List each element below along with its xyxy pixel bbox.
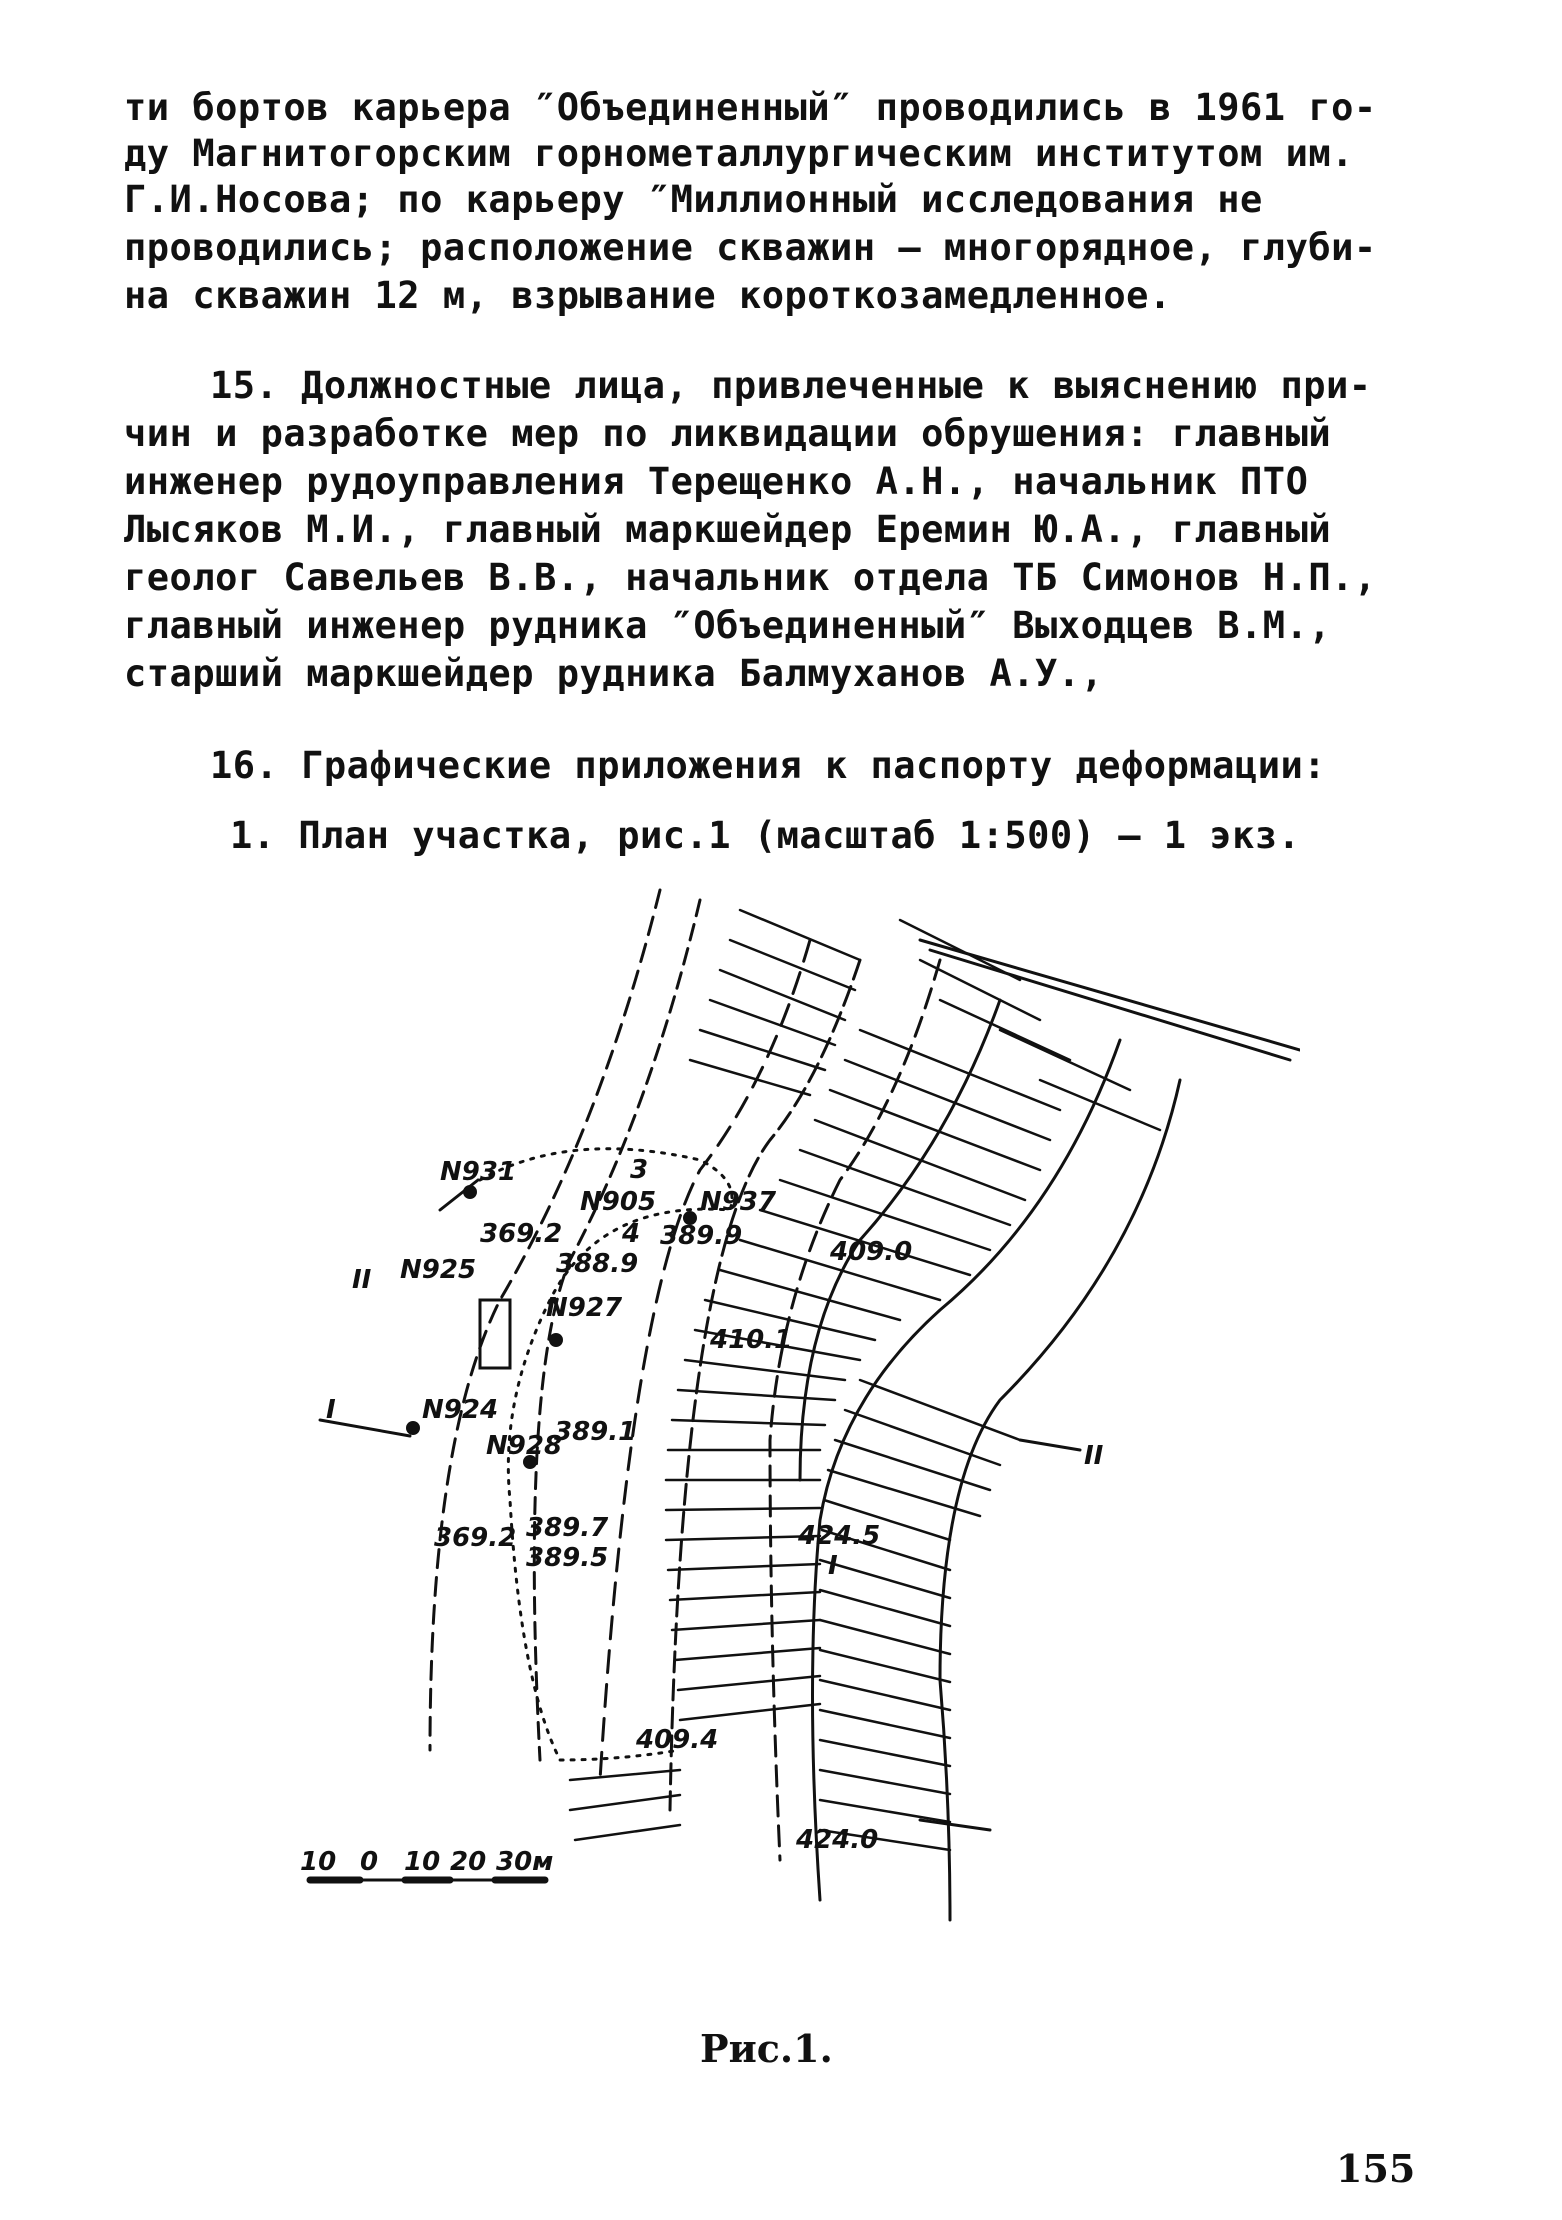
para16-heading: 16. Графические приложения к паспорту де… [210, 744, 1327, 787]
point-n937 [683, 1211, 697, 1225]
label-section-i-left: I [326, 1395, 336, 1425]
para14-line-4: проводились; расположение скважин – мног… [124, 226, 1377, 269]
para15-line-2: чин и разработке мер по ликвидации обруш… [124, 412, 1332, 455]
label-3899: 389.9 [660, 1221, 742, 1251]
label-n905: N905 [580, 1187, 656, 1217]
para15-line-7: старший маркшейдер рудника Балмуханов А.… [124, 652, 1104, 695]
label-n925: N925 [400, 1255, 476, 1285]
point-n927 [549, 1333, 563, 1347]
scale-tick-30: 30м [496, 1847, 553, 1877]
label-3897: 389.7 [526, 1513, 609, 1543]
label-4240: 424.0 [795, 1825, 878, 1855]
label-3888: 388.9 [556, 1249, 638, 1279]
road-line [918, 938, 1300, 1062]
survey-points [406, 1185, 697, 1469]
label-4: 4 [621, 1219, 640, 1249]
bench-line-3 [598, 938, 812, 1782]
para15-line-4: Лысяков М.И., главный маркшейдер Еремин … [124, 508, 1332, 551]
label-3895: 389.5 [526, 1543, 608, 1573]
label-3692-top: 369.2 [480, 1219, 562, 1249]
para15-line-3: инженер рудоуправления Терещенко А.Н., н… [124, 460, 1309, 503]
deformation-contour [478, 1147, 734, 1762]
para14-line-2: ду Магнитогорским горнометаллургическим … [124, 132, 1354, 175]
appendix-item-1: 1. План участка, рис.1 (масштаб 1:500) –… [230, 814, 1301, 857]
point-n928 [523, 1455, 537, 1469]
label-4245: 424.5 [797, 1521, 880, 1551]
label-n924: N924 [422, 1395, 498, 1425]
scale-tick-10: 10 [404, 1847, 440, 1877]
label-4090: 409.0 [829, 1237, 912, 1267]
para14-line-3: Г.И.Носова; по карьеру ″Миллионный иссле… [124, 178, 1263, 221]
bench-line-4 [668, 958, 862, 1812]
label-3: 3 [630, 1155, 648, 1185]
label-n931: N931 [440, 1157, 516, 1187]
bench-line-1 [428, 888, 662, 1752]
para14-line-5: на скважин 12 м, взрывание короткозамедл… [124, 274, 1172, 317]
figure-caption: Рис.1. [700, 2026, 833, 2071]
point-n931 [463, 1185, 477, 1199]
label-n937: N937 [700, 1187, 777, 1217]
scale-tick-0: 0 [360, 1847, 378, 1877]
para15-line-1: 15. Должностные лица, привлеченные к выя… [210, 364, 1372, 407]
section-line-i-right [918, 1818, 992, 1832]
slope-hachures [568, 908, 1162, 1852]
label-section-i-right: I [828, 1551, 838, 1581]
label-section-ii-left: II [352, 1265, 372, 1295]
para15-line-6: главный инженер рудника ″Объединенный″ В… [124, 604, 1332, 647]
label-3692-bottom: 369.2 [434, 1523, 516, 1553]
para14-line-1: ти бортов карьера ″Объединенный″ проводи… [124, 86, 1377, 129]
label-n928: N928 [486, 1431, 562, 1461]
bench-line-5 [768, 958, 942, 1862]
label-4094: 409.4 [635, 1725, 718, 1755]
scale-tick-10-left: 10 [300, 1847, 336, 1877]
structure-outline [478, 1298, 512, 1370]
point-n924 [406, 1421, 420, 1435]
label-section-ii-right: II [1084, 1441, 1104, 1471]
bench-line-8 [938, 1078, 1182, 1922]
scale-tick-20: 20 [450, 1847, 486, 1877]
section-line-i [318, 1418, 412, 1438]
site-plan-figure: N931 N905 N937 N925 N927 N924 N928 369.2… [300, 888, 1300, 1922]
page-number: 155 [1336, 2146, 1416, 2191]
bench-line-2 [532, 898, 702, 1762]
section-line-ii [438, 1178, 480, 1212]
para15-line-5: геолог Савельев В.В., начальник отдела Т… [124, 556, 1377, 599]
label-n927: N927 [546, 1293, 623, 1323]
label-4101: 410.1 [709, 1325, 792, 1355]
label-3891: 389.1 [554, 1417, 636, 1447]
section-line-ii-right [1018, 1438, 1082, 1452]
